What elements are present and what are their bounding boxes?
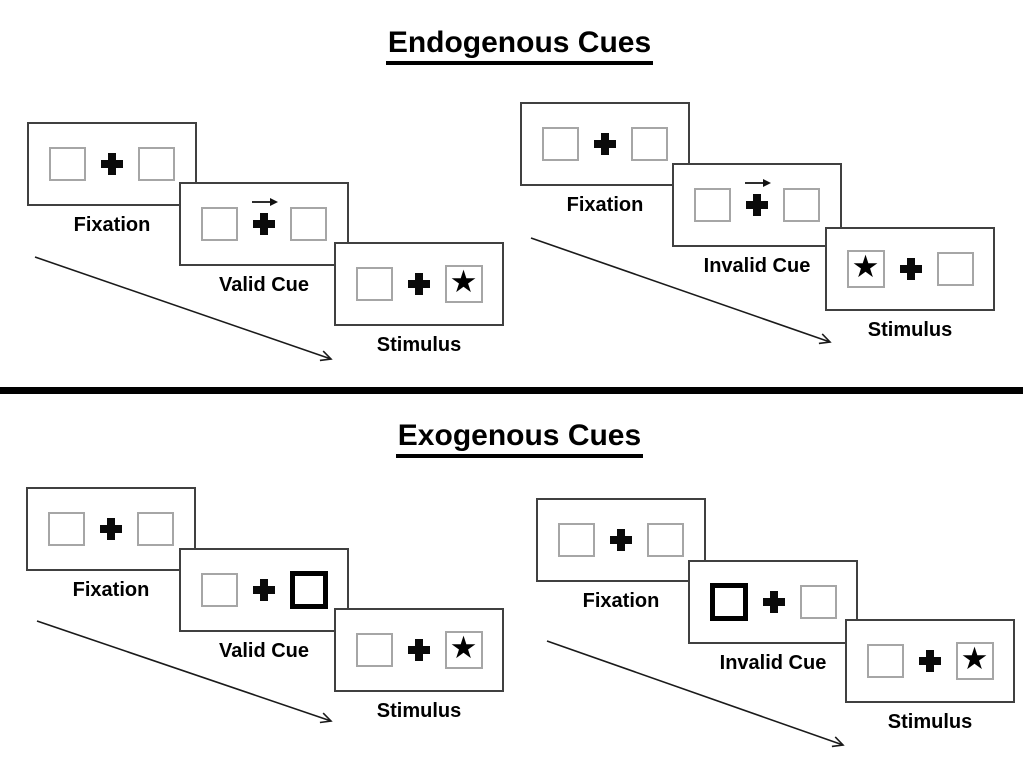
exogenous-valid-fixation-panel bbox=[26, 487, 196, 571]
fixation-cross-icon bbox=[253, 213, 275, 235]
cue-arrow-icon bbox=[745, 179, 771, 187]
fixation-cross-icon bbox=[610, 529, 632, 551]
left-box bbox=[558, 523, 595, 557]
exogenous-valid-valid-cue-panel bbox=[179, 548, 349, 632]
fixation-cross-icon bbox=[252, 579, 275, 601]
right-box bbox=[290, 207, 327, 241]
fixation-cross-icon bbox=[100, 518, 122, 540]
left-box bbox=[48, 512, 85, 546]
exogenous-invalid-fixation-panel bbox=[536, 498, 706, 582]
right-box bbox=[936, 252, 974, 286]
exogenous-cues-title-text: Exogenous Cues bbox=[395, 419, 644, 458]
right-box bbox=[799, 585, 837, 619]
endogenous-invalid-fixation-panel bbox=[520, 102, 690, 186]
exogenous-valid-stimulus-label: Stimulus bbox=[376, 700, 462, 722]
right-box bbox=[647, 523, 684, 557]
fixation-cross-icon bbox=[762, 591, 785, 613]
fixation-cross-icon bbox=[407, 639, 430, 661]
exogenous-cues-title: Exogenous Cues bbox=[0, 419, 1023, 458]
fixation-cross-icon bbox=[407, 273, 430, 295]
endogenous-valid-valid-cue-panel bbox=[179, 182, 349, 266]
right-box bbox=[137, 512, 174, 546]
exogenous-invalid-fixation-label: Fixation bbox=[582, 590, 660, 612]
cue-arrow-icon bbox=[252, 198, 278, 206]
endogenous-invalid-stimulus-panel: ★ bbox=[825, 227, 995, 311]
fixation-cross-icon bbox=[918, 650, 941, 672]
target-box: ★ bbox=[955, 641, 994, 680]
left-box bbox=[49, 147, 86, 181]
target-box: ★ bbox=[444, 630, 483, 669]
left-box bbox=[355, 267, 393, 301]
star-icon: ★ bbox=[851, 249, 880, 285]
exogenous-invalid-invalid-cue-label: Invalid Cue bbox=[719, 652, 827, 674]
left-box bbox=[694, 188, 731, 222]
fixation-cross-icon bbox=[899, 258, 922, 280]
endogenous-cues-title-text: Endogenous Cues bbox=[385, 26, 654, 65]
exogenous-valid-timeline-arrow bbox=[36, 620, 333, 724]
endogenous-invalid-invalid-cue-panel bbox=[672, 163, 842, 247]
left-box bbox=[866, 644, 904, 678]
star-icon: ★ bbox=[449, 630, 478, 666]
endogenous-invalid-fixation-label: Fixation bbox=[566, 194, 644, 216]
cue-box bbox=[289, 571, 328, 609]
target-box: ★ bbox=[444, 264, 483, 303]
right-box bbox=[783, 188, 820, 222]
cue-center bbox=[745, 179, 771, 216]
cue-box bbox=[709, 583, 748, 621]
fixation-cross-icon bbox=[594, 133, 616, 155]
right-box bbox=[138, 147, 175, 181]
exogenous-invalid-stimulus-label: Stimulus bbox=[887, 711, 973, 733]
exogenous-invalid-invalid-cue-panel bbox=[688, 560, 858, 644]
endogenous-valid-timeline-arrow bbox=[34, 256, 333, 362]
endogenous-invalid-stimulus-label: Stimulus bbox=[867, 319, 953, 341]
section-divider bbox=[0, 387, 1023, 394]
fixation-cross-icon bbox=[746, 194, 768, 216]
exogenous-valid-fixation-label: Fixation bbox=[72, 579, 150, 601]
left-box bbox=[201, 207, 238, 241]
endogenous-valid-stimulus-label: Stimulus bbox=[376, 334, 462, 356]
star-icon: ★ bbox=[449, 264, 478, 300]
endogenous-invalid-invalid-cue-label: Invalid Cue bbox=[703, 255, 811, 277]
target-box: ★ bbox=[846, 249, 885, 288]
endogenous-valid-stimulus-panel: ★ bbox=[334, 242, 504, 326]
endogenous-valid-fixation-label: Fixation bbox=[73, 214, 151, 236]
cue-center bbox=[252, 198, 278, 235]
left-box bbox=[200, 573, 238, 607]
star-icon: ★ bbox=[960, 641, 989, 677]
endogenous-invalid-timeline-arrow bbox=[530, 237, 832, 345]
exogenous-valid-valid-cue-label: Valid Cue bbox=[218, 640, 310, 662]
left-box bbox=[355, 633, 393, 667]
right-box bbox=[631, 127, 668, 161]
exogenous-invalid-stimulus-panel: ★ bbox=[845, 619, 1015, 703]
exogenous-valid-stimulus-panel: ★ bbox=[334, 608, 504, 692]
endogenous-valid-valid-cue-label: Valid Cue bbox=[218, 274, 310, 296]
left-box bbox=[542, 127, 579, 161]
endogenous-valid-fixation-panel bbox=[27, 122, 197, 206]
fixation-cross-icon bbox=[101, 153, 123, 175]
endogenous-cues-title: Endogenous Cues bbox=[0, 26, 1023, 65]
